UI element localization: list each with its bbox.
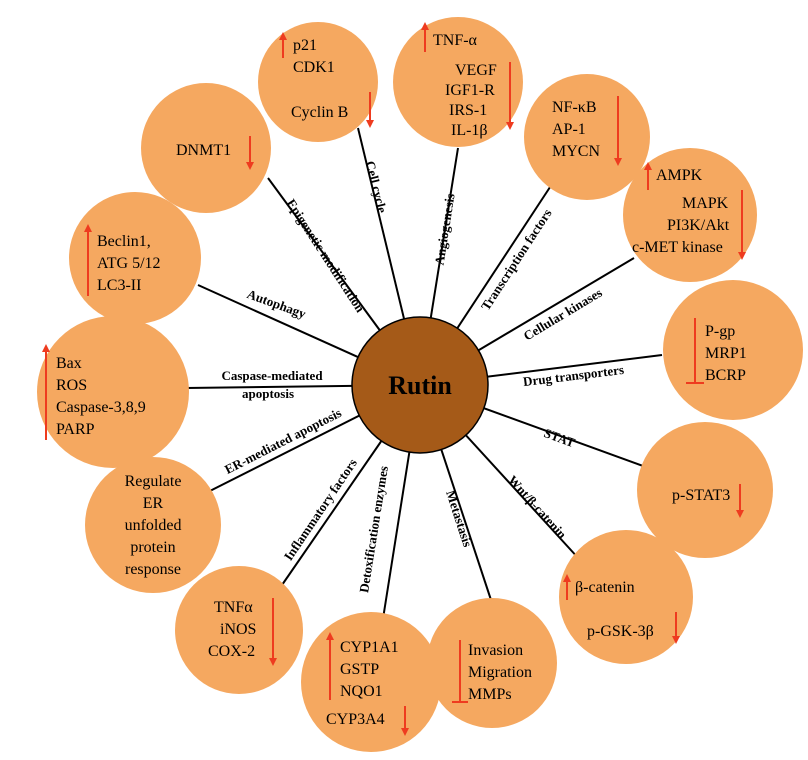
- node-text-unfolded: unfolded: [125, 517, 182, 534]
- spoke-label-epigenetic: Epigenetic modification: [284, 196, 369, 315]
- node-text-nqo1: NQO1: [340, 683, 383, 700]
- node-text-cmet: c-MET kinase: [632, 239, 723, 256]
- node-text-p21: p21: [293, 37, 317, 54]
- node-text-tnfa: TNFα: [214, 599, 253, 616]
- node-text-cyclin-b: Cyclin B: [291, 104, 348, 121]
- node-text-response: response: [125, 561, 181, 578]
- node-text-pgp: P-gp: [705, 323, 735, 340]
- node-text-protein: protein: [130, 539, 175, 556]
- node-text-inos: iNOS: [220, 621, 256, 638]
- spoke-label-wnt: Wnt/β-catenin: [505, 472, 570, 542]
- node-text-mrp1: MRP1: [705, 345, 747, 362]
- node-text-caspase: Caspase-3,8,9: [56, 399, 146, 416]
- spoke-label-inflammatory: Inflammatory factors: [281, 456, 360, 563]
- node-text-dnmt1: DNMT1: [176, 142, 231, 159]
- spoke-label-angiogenesis: Angiogenesis: [431, 192, 457, 266]
- node-text-parp: PARP: [56, 421, 95, 438]
- center-label: Rutin: [388, 371, 452, 400]
- node-text-bax: Bax: [56, 355, 82, 372]
- node-circle-detox: [301, 612, 441, 752]
- node-text-b-catenin: β-catenin: [575, 579, 635, 596]
- node-circle-cell-cycle: [258, 22, 378, 142]
- node-text-cyp1a1: CYP1A1: [340, 639, 399, 656]
- node-text-invasion: Invasion: [468, 642, 523, 659]
- node-text-ap1: AP-1: [552, 121, 586, 138]
- node-text-pi3k: PI3K/Akt: [667, 217, 730, 234]
- node-circle-metastasis: [427, 598, 557, 728]
- spoke-label-transcription: Transcription factors: [478, 206, 555, 313]
- spoke-label-autophagy: Autophagy: [245, 286, 308, 321]
- node-text-beclin1: Beclin1,: [97, 233, 151, 250]
- spoke-label-stat: STAT: [542, 425, 578, 450]
- node-text-lc3: LC3-II: [97, 277, 141, 294]
- node-text-cox2: COX-2: [208, 643, 255, 660]
- spoke-label-caspase-2: apoptosis: [242, 386, 294, 401]
- node-circle-wnt: [559, 530, 693, 664]
- node-text-pgsk3b: p-GSK-3β: [587, 623, 654, 640]
- node-text-ros: ROS: [56, 377, 87, 394]
- node-text-gstp: GSTP: [340, 661, 379, 678]
- node-text-cdk1: CDK1: [293, 59, 335, 76]
- node-text-mapk: MAPK: [682, 195, 729, 212]
- node-text-il1b: IL-1β: [451, 122, 488, 139]
- node-text-mycn: MYCN: [552, 143, 600, 160]
- node-text-igf1r: IGF1-R: [445, 82, 495, 99]
- node-text-irs1: IRS-1: [449, 102, 487, 119]
- node-text-bcrp: BCRP: [705, 367, 746, 384]
- node-text-migration: Migration: [468, 664, 532, 681]
- node-text-regulate: Regulate: [125, 473, 182, 490]
- spoke-label-cell-cycle: Cell cycle: [363, 159, 390, 214]
- spoke-label-detox: Detoxification enzymes: [356, 465, 391, 594]
- node-text-pstat3: p-STAT3: [672, 487, 730, 504]
- node-text-vegf: VEGF: [455, 62, 497, 79]
- spoke-label-kinases: Cellular kinases: [521, 285, 605, 344]
- node-text-tnf-alpha: TNF-α: [433, 32, 478, 49]
- node-text-ampk: AMPK: [656, 167, 703, 184]
- spoke-label-metastasis: Metastasis: [443, 488, 475, 548]
- node-text-er: ER: [143, 495, 164, 512]
- node-text-cyp3a4: CYP3A4: [326, 711, 385, 728]
- node-circle-transcription: [524, 74, 650, 200]
- node-text-nfkb: NF-κB: [552, 99, 597, 116]
- spoke-label-er: ER-mediated apoptosis: [222, 405, 344, 477]
- node-text-mmps: MMPs: [468, 686, 512, 703]
- node-text-atg: ATG 5/12: [97, 255, 161, 272]
- spoke-label-caspase: Caspase-mediated: [221, 368, 323, 383]
